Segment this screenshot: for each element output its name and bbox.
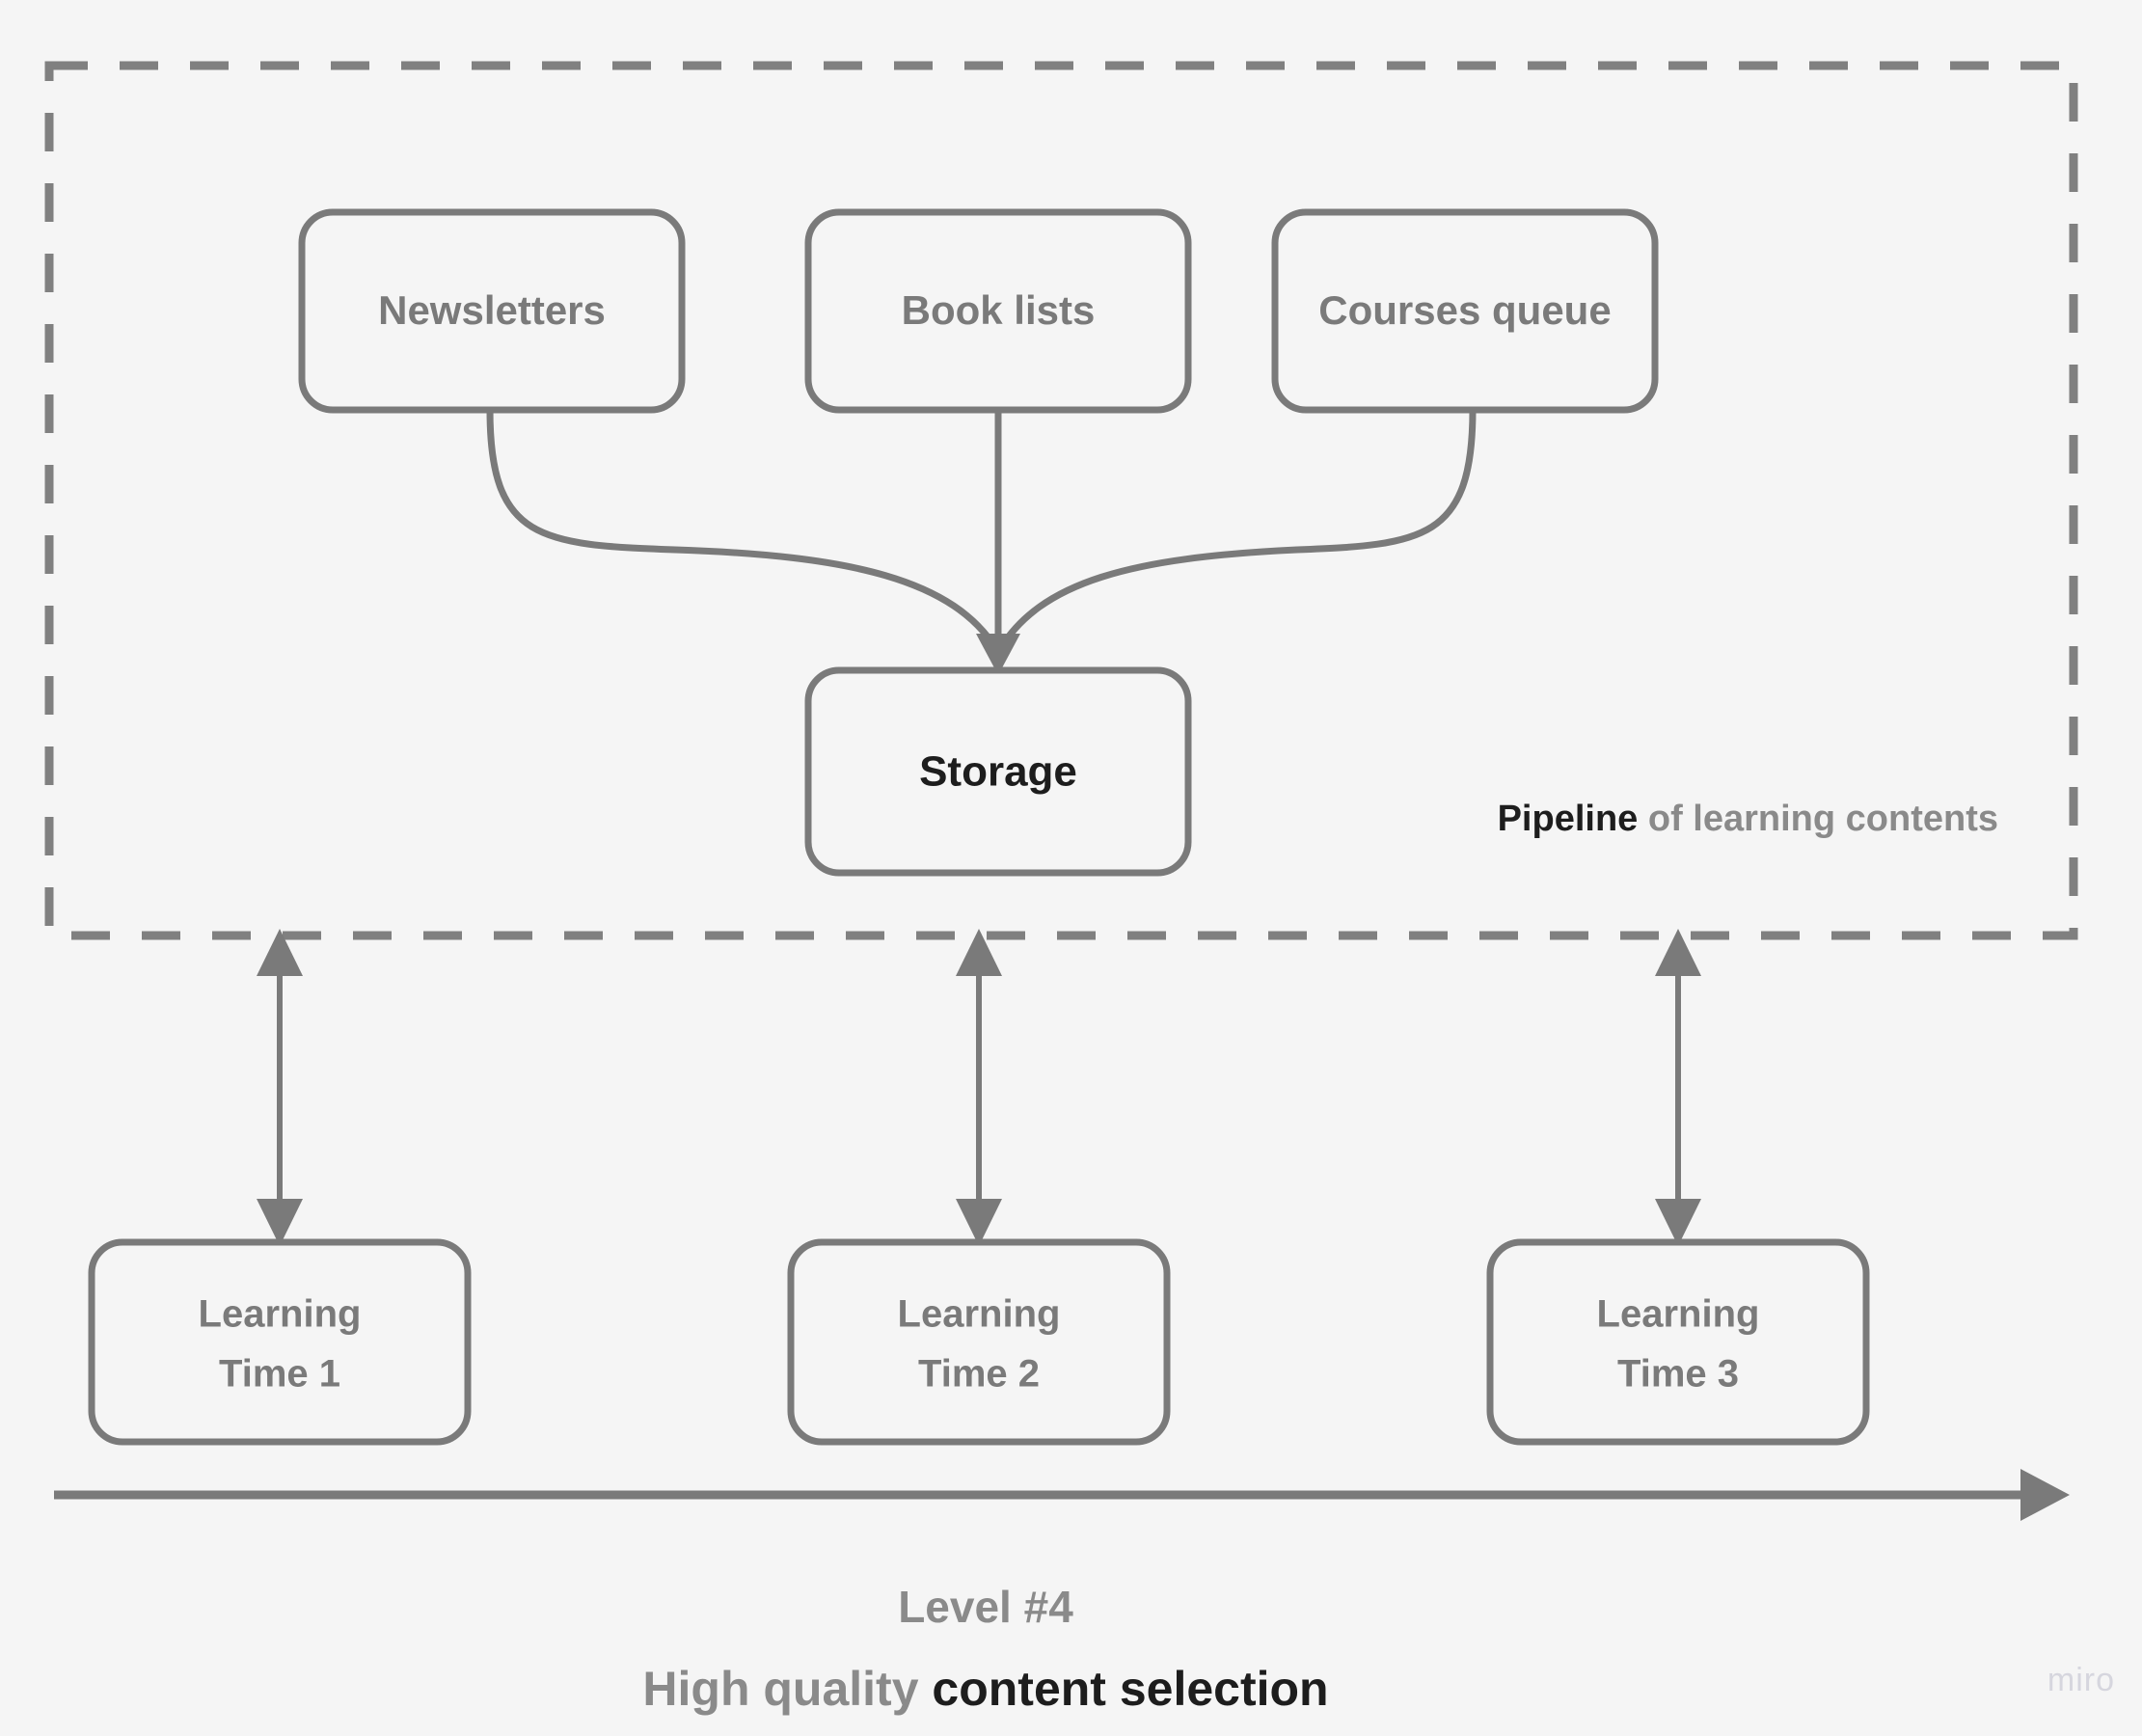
arrowhead-down-1 (257, 1199, 303, 1246)
newsletters-label: Newsletters (378, 287, 606, 333)
caption-level: Level #4 (898, 1582, 1073, 1632)
node-learning-time-1[interactable]: Learning Time 1 (88, 1238, 472, 1446)
arrowhead-down-2 (956, 1199, 1002, 1246)
learning-time-3-label-line2: Time 3 (1617, 1353, 1739, 1396)
edge-courses-queue-to-storage (994, 409, 1477, 654)
node-book-lists[interactable]: Book lists (804, 208, 1192, 414)
pipeline-region-label-strong: Pipeline (1498, 799, 1639, 839)
node-courses-queue[interactable]: Courses queue (1271, 208, 1659, 414)
arrowhead-up-1 (257, 929, 303, 976)
learning-time-2-label-line1: Learning (898, 1293, 1061, 1336)
arrow-pipeline-to-learning-time-3 (1655, 929, 1701, 1246)
pipeline-region-label: Pipeline of learning contents (1498, 799, 1998, 839)
book-lists-label: Book lists (902, 287, 1096, 333)
arrowhead-down-3 (1655, 1199, 1701, 1246)
arrow-pipeline-to-learning-time-2 (956, 929, 1002, 1246)
storage-box[interactable] (804, 666, 1192, 877)
node-newsletters[interactable]: Newsletters (298, 208, 686, 414)
courses-queue-label: Courses queue (1318, 287, 1611, 333)
learning-time-3-label-line1: Learning (1597, 1293, 1760, 1336)
courses-queue-box[interactable] (1271, 208, 1659, 414)
arrowhead-into-storage (976, 634, 1020, 675)
learning-time-1-box[interactable] (88, 1238, 472, 1446)
storage-label: Storage (919, 748, 1077, 796)
edge-newsletters-to-storage (486, 409, 1002, 654)
pipeline-region-border (44, 61, 2078, 940)
miro-watermark: miro (2047, 1662, 2115, 1698)
learning-time-3-box[interactable] (1486, 1238, 1870, 1446)
caption-subtitle-dark: content selection (932, 1662, 1328, 1716)
node-learning-time-3[interactable]: Learning Time 3 (1486, 1238, 1870, 1446)
learning-time-2-label-line2: Time 2 (918, 1353, 1040, 1396)
learning-time-2-box[interactable] (787, 1238, 1171, 1446)
caption-subtitle-gray: High quality (642, 1662, 932, 1716)
arrow-pipeline-to-learning-time-1 (257, 929, 303, 1246)
arrowhead-up-2 (956, 929, 1002, 976)
learning-time-1-label-line2: Time 1 (219, 1353, 340, 1396)
learning-time-1-label-line1: Learning (199, 1293, 362, 1336)
node-storage[interactable]: Storage (804, 666, 1192, 877)
timeline-arrowhead (2020, 1469, 2070, 1521)
arrowhead-up-3 (1655, 929, 1701, 976)
pipeline-region-label-rest: of learning contents (1638, 799, 1998, 839)
caption-subtitle: High quality content selection (642, 1662, 1328, 1716)
timeline-axis (54, 1469, 2070, 1521)
node-learning-time-2[interactable]: Learning Time 2 (787, 1238, 1171, 1446)
